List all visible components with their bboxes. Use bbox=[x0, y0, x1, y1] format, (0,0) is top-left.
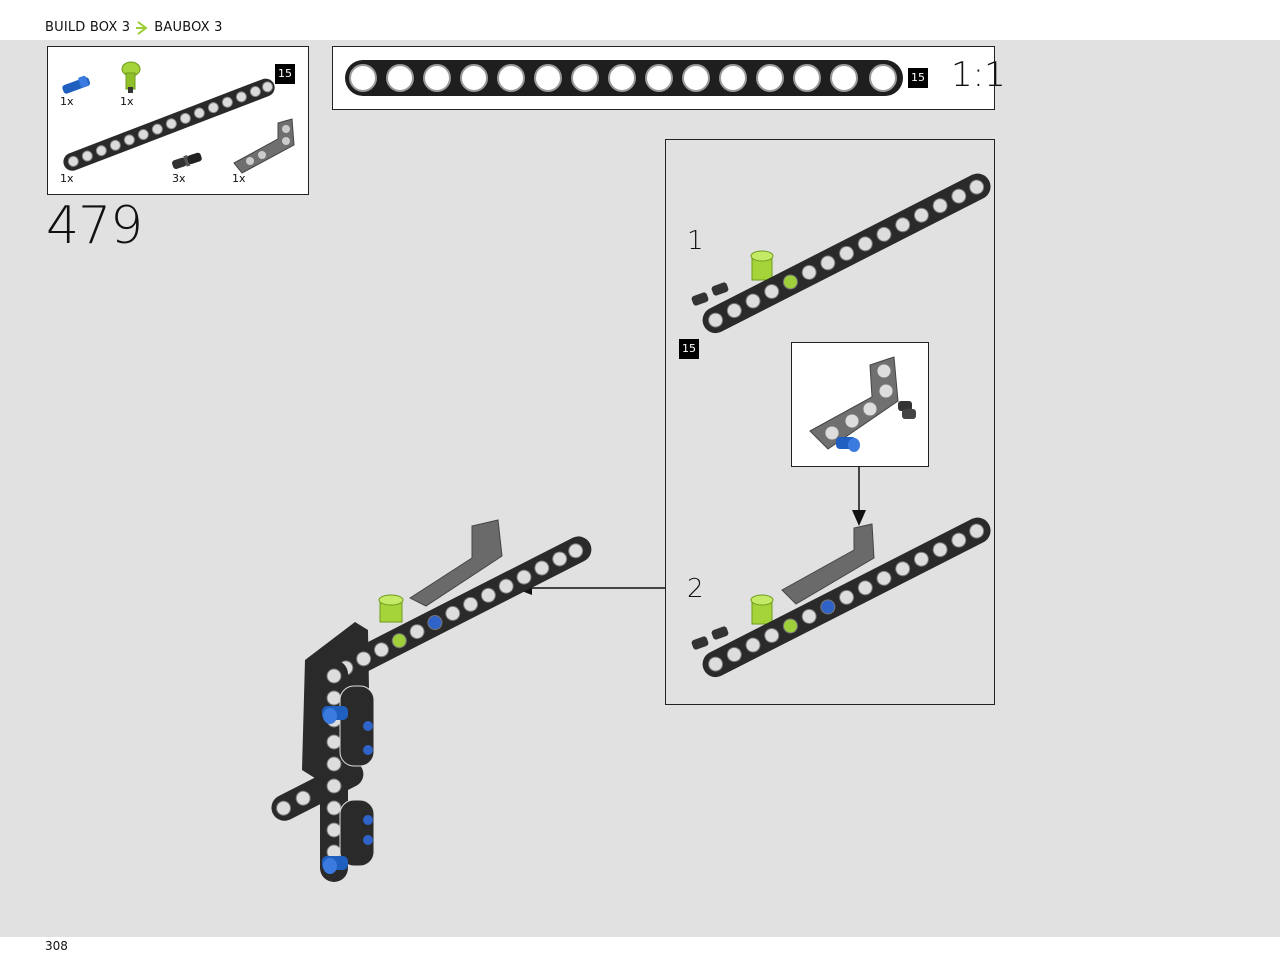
breadcrumb-en: BUILD BOX 3 bbox=[45, 20, 131, 35]
qty-beam-15: 1x bbox=[60, 172, 74, 185]
breadcrumb-de: BAUBOX 3 bbox=[154, 20, 223, 35]
chevron-right-icon bbox=[136, 20, 148, 35]
page-footer bbox=[0, 937, 1280, 974]
sub-step-1-badge: 15 bbox=[679, 339, 699, 359]
page-number: 308 bbox=[45, 939, 68, 953]
sub-step-2-model bbox=[691, 517, 991, 678]
parts-list-panel: 1x 1x 15 1x 3x bbox=[47, 46, 309, 195]
callout-panel bbox=[791, 342, 929, 467]
step-number: 479 bbox=[46, 196, 143, 256]
scale-label: 1:1 bbox=[951, 55, 1006, 95]
qty-lime-pin-connector: 1x bbox=[120, 95, 134, 108]
blue-axle-pin-icon bbox=[62, 75, 91, 94]
sub-step-1-model bbox=[691, 173, 991, 334]
scale-ruler-panel: 15 1:1 bbox=[332, 46, 1006, 110]
sub-assembly-panel: 1 15 2 bbox=[665, 139, 995, 705]
sub-step-1-number: 1 bbox=[687, 226, 704, 256]
lime-pin-connector-icon bbox=[121, 61, 141, 93]
callout-angle-beam-model bbox=[809, 356, 916, 452]
black-friction-pin-icon bbox=[172, 152, 202, 169]
ruler-length-badge: 15 bbox=[908, 68, 928, 88]
qty-black-friction-pin: 3x bbox=[172, 172, 186, 185]
beam-15-icon bbox=[63, 78, 275, 171]
qty-grey-angle-beam: 1x bbox=[232, 172, 246, 185]
main-assembly-model bbox=[271, 519, 592, 882]
beam-ruler bbox=[345, 60, 903, 96]
grey-angle-beam-icon bbox=[233, 118, 295, 174]
page-header: BUILD BOX 3 BAUBOX 3 bbox=[0, 0, 1280, 40]
beam-length-badge: 15 bbox=[275, 64, 295, 84]
sub-step-2-number: 2 bbox=[687, 574, 704, 604]
breadcrumb: BUILD BOX 3 BAUBOX 3 bbox=[45, 20, 223, 35]
qty-blue-axle-pin: 1x bbox=[60, 95, 74, 108]
